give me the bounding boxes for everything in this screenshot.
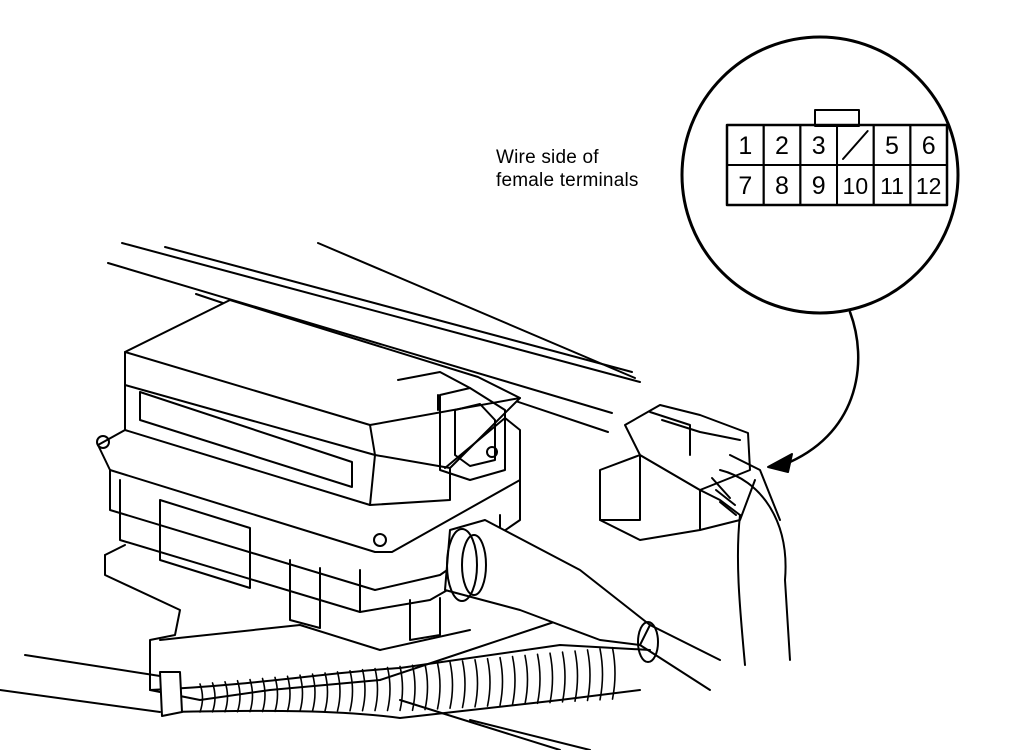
tube-rib [361, 668, 366, 712]
tube-rib [424, 663, 429, 711]
tube-rib [549, 652, 554, 704]
tube-rib [336, 671, 341, 712]
tube-rib [599, 648, 604, 701]
tube-rib [236, 679, 241, 713]
pointer-arrow-line [788, 310, 860, 464]
tube-rib [399, 665, 404, 712]
tube-rib [249, 678, 254, 713]
tube-rib [324, 672, 329, 712]
terminal-number: 12 [916, 173, 942, 199]
tube-rib [411, 664, 416, 712]
pointer-arrow-head [767, 453, 793, 473]
tube-rib [524, 654, 529, 705]
tube-rib [499, 656, 504, 707]
tube-rib [561, 651, 566, 703]
terminal-number: 5 [885, 132, 899, 160]
terminal-number: 10 [843, 173, 869, 199]
tube-rib [486, 657, 491, 707]
terminal-number: 1 [738, 132, 752, 160]
terminal-number: 9 [812, 172, 826, 200]
tube-rib [349, 670, 354, 712]
cable-boot [444, 519, 721, 691]
tube-rib [461, 660, 466, 709]
tube-rib [574, 650, 579, 702]
caption-line-1: Wire side of [496, 147, 599, 168]
tube-rib [199, 683, 204, 713]
connector-latch-tab [814, 109, 860, 127]
terminal-number: 2 [775, 132, 789, 160]
screw-2 [373, 533, 387, 547]
tube-rib [286, 675, 291, 713]
tube-rib [274, 676, 279, 713]
tube-rib [449, 661, 454, 709]
harness-connector [599, 404, 791, 666]
screw-1 [96, 435, 110, 449]
terminal-cell [909, 164, 949, 206]
tube-rib [299, 674, 304, 712]
tube-rib [511, 655, 516, 706]
terminal-caption: Wire side of female terminals [496, 146, 639, 192]
caption-line-2: female terminals [496, 170, 639, 191]
tube-rib [474, 659, 479, 708]
tube-rib [586, 649, 591, 702]
tube-rib [374, 667, 379, 712]
tube-rib [386, 666, 391, 712]
tube-rib [224, 681, 229, 713]
terminal-number: 8 [775, 172, 789, 200]
tube-rib [311, 673, 316, 712]
control-unit [96, 299, 561, 701]
tube-rib [261, 677, 266, 713]
terminal-number: 7 [738, 172, 752, 200]
tube-rib [436, 662, 441, 710]
tube-rib [536, 653, 541, 705]
tube-rib [611, 646, 616, 700]
screw-3 [486, 446, 498, 458]
harness-tube [0, 644, 651, 750]
terminal-number: 11 [880, 173, 904, 199]
tube-rib [211, 682, 216, 713]
terminal-number: 6 [922, 132, 936, 160]
unused-terminal-slash [842, 130, 869, 160]
terminal-number: 3 [812, 132, 826, 160]
magnifier-circle [680, 35, 960, 315]
